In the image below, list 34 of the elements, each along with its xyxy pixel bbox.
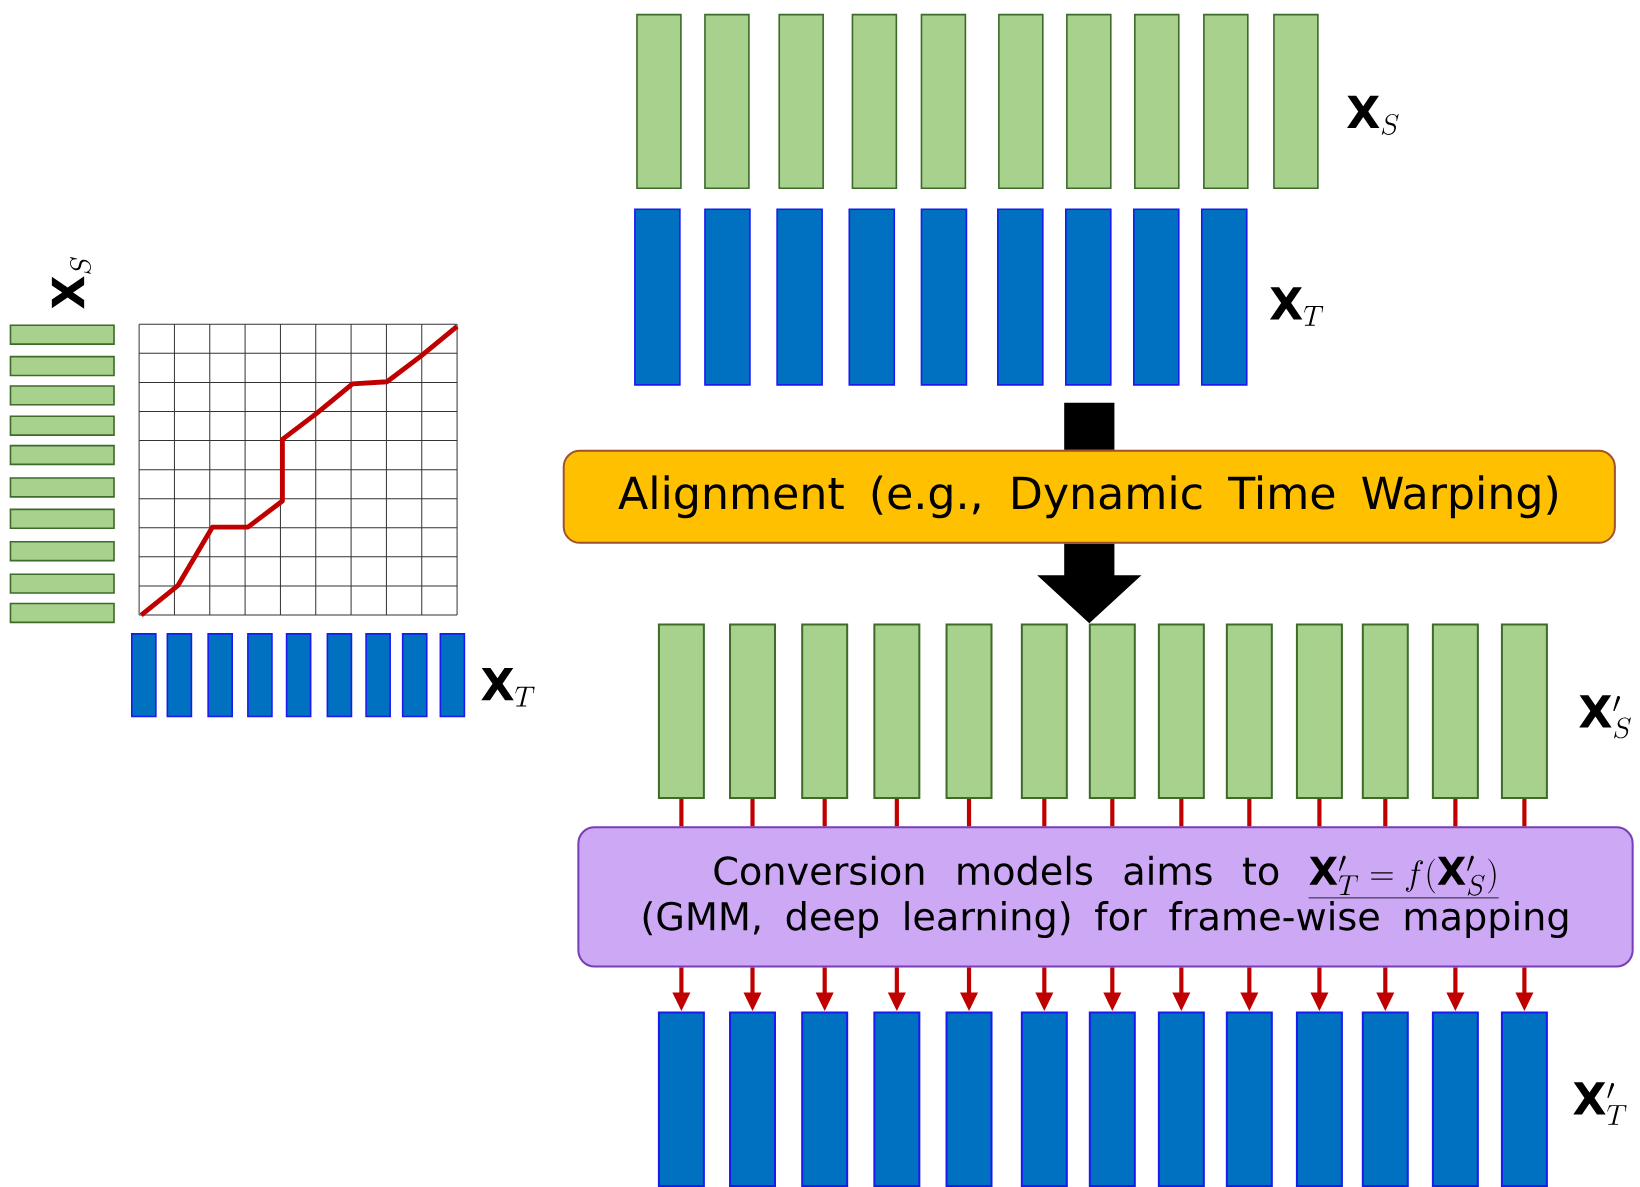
frame-bar <box>729 1011 776 1187</box>
symbol-label: $\mathbf{X}'_S$ <box>1579 695 1631 739</box>
frame-bar <box>1020 1011 1068 1187</box>
frame-bar <box>1225 1011 1273 1187</box>
frame-bar <box>1157 623 1205 799</box>
frame-bar <box>1500 1011 1548 1187</box>
symbol-label: $\mathbf{X}_T$ <box>1269 287 1324 326</box>
symbol-label: $\mathbf{X}_S$ <box>51 256 91 309</box>
frame-bar <box>873 623 921 799</box>
frame-bar <box>1431 1011 1479 1187</box>
frame-bar <box>1431 623 1479 799</box>
symbol-label: $\mathbf{X}'_T$ <box>1573 1082 1627 1125</box>
frame-bar <box>801 1011 849 1187</box>
frame-bar <box>1295 1011 1343 1187</box>
frame-bar <box>1020 623 1068 799</box>
frame-bar <box>1500 623 1548 799</box>
frame-bar <box>801 623 849 799</box>
frame-bar <box>1361 623 1409 799</box>
frame-bar <box>729 623 776 799</box>
frame-bar <box>1157 1011 1205 1187</box>
frame-bar <box>657 623 705 799</box>
frame-bar <box>1088 1011 1136 1187</box>
symbol-label: $\mathbf{X}_S$ <box>1347 95 1399 135</box>
frame-bar <box>1225 623 1273 799</box>
frame-bar <box>1295 623 1343 799</box>
process-box: Alignment (e.g., Dynamic Time Warping) <box>562 449 1616 544</box>
frame-bar <box>1361 1011 1409 1187</box>
process-box: Conversion models aims to $\underline{\mathbf{X}'_T = f(\mathbf{X}'_S)}$ (GMM, deep learning) for frame-wise mapping <box>577 826 1634 968</box>
symbol-label: $\mathbf{X}_T$ <box>481 667 535 707</box>
frame-bar <box>657 1011 705 1187</box>
frame-bar <box>873 1011 921 1187</box>
frame-bar <box>1088 623 1136 799</box>
frame-bar <box>945 623 993 799</box>
frame-bar <box>945 1011 993 1187</box>
